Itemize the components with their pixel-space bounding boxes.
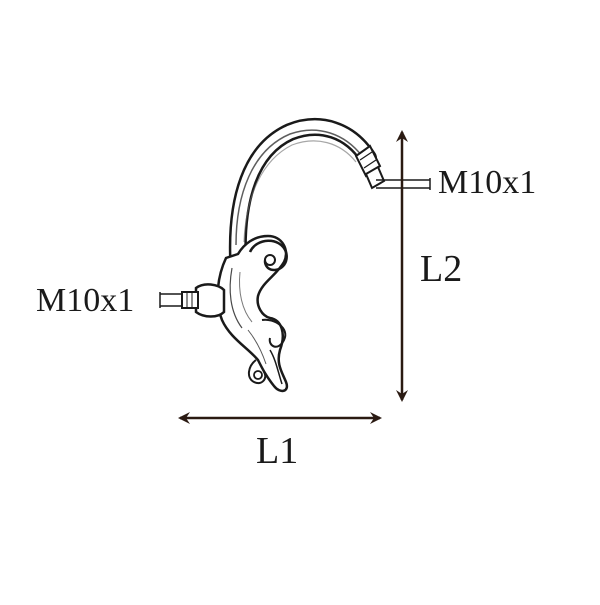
curved-arm: [228, 118, 377, 267]
length-label-l2: L2: [420, 248, 463, 290]
length-label-l1: L1: [256, 430, 299, 472]
thread-label-left: M10x1: [36, 282, 135, 319]
ornamental-body: [216, 234, 289, 393]
thread-label-top: M10x1: [438, 164, 537, 201]
thread-leader-left: [159, 292, 182, 308]
top-thread-end: [354, 144, 386, 190]
left-thread-end: [181, 283, 226, 318]
